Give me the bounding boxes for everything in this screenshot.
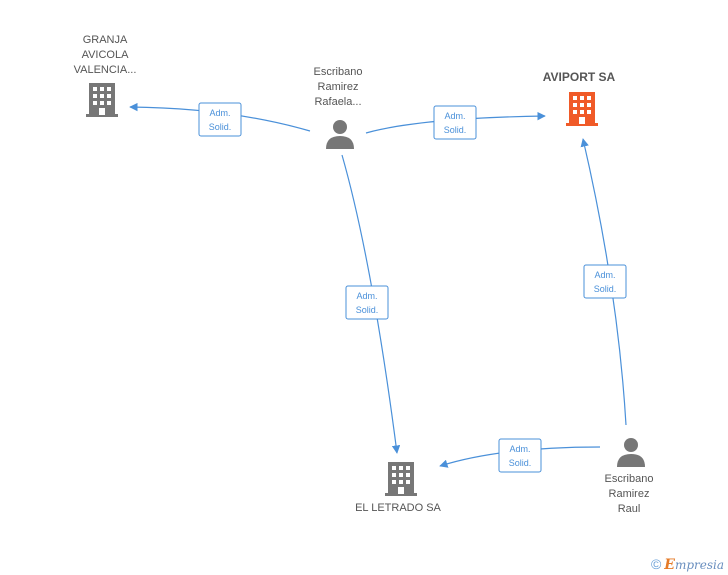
node-label-aviport[interactable]: AVIPORT SA: [509, 70, 649, 85]
node-label-line: Escribano: [604, 473, 654, 485]
copyright-symbol: ©: [650, 556, 662, 572]
edge-rafaela-letrado[interactable]: [341, 154, 401, 454]
edge-label-line-1: Adm.: [209, 108, 230, 118]
node-label-raul[interactable]: Escribano Ramirez Raul: [559, 472, 699, 517]
edge-label-raul-aviport: Adm. Solid.: [583, 264, 627, 299]
person-icon[interactable]: [617, 438, 645, 467]
node-label-letrado[interactable]: EL LETRADO SA: [328, 501, 468, 516]
brand-initial: E: [664, 557, 675, 573]
node-label-granja[interactable]: GRANJA AVICOLA VALENCIA...: [35, 33, 175, 78]
node-label-line: GRANJA: [82, 34, 128, 46]
edge-label-line-2: Solid.: [356, 305, 379, 315]
edge-label-line-2: Solid.: [209, 122, 232, 132]
edge-label-line-1: Adm.: [356, 291, 377, 301]
brand-footer[interactable]: ©Empresia: [651, 556, 724, 573]
building-icon-main[interactable]: [566, 92, 598, 126]
brand-name: mpresia: [674, 558, 724, 572]
building-icon[interactable]: [86, 83, 118, 117]
edge-label-rafaela-letrado: Adm. Solid.: [345, 285, 389, 320]
edge-label-line-2: Solid.: [509, 458, 532, 468]
node-label-line: Rafaela...: [314, 96, 362, 108]
edge-label-line-2: Solid.: [594, 284, 617, 294]
node-label-line: EL LETRADO SA: [355, 502, 441, 514]
building-icon[interactable]: [385, 462, 417, 496]
node-label-line: Ramirez: [317, 81, 359, 93]
node-label-line: Raul: [617, 503, 641, 515]
edge-label-rafaela-granja: Adm. Solid.: [198, 102, 242, 137]
node-label-rafaela[interactable]: Escribano Ramirez Rafaela...: [268, 65, 408, 110]
edge-label-rafaela-aviport: Adm. Solid.: [433, 105, 477, 140]
edge-label-line-2: Solid.: [444, 125, 467, 135]
edge-label-raul-letrado: Adm. Solid.: [498, 438, 542, 473]
node-label-line: Ramirez: [608, 488, 650, 500]
node-label-line: AVIPORT SA: [542, 70, 616, 84]
edge-label-line-1: Adm.: [509, 444, 530, 454]
edge-label-line-1: Adm.: [594, 270, 615, 280]
edge-label-line-1: Adm.: [444, 111, 465, 121]
node-label-line: AVICOLA: [81, 49, 129, 61]
node-label-line: VALENCIA...: [73, 64, 137, 76]
person-icon[interactable]: [326, 120, 354, 149]
node-label-line: Escribano: [313, 66, 363, 78]
